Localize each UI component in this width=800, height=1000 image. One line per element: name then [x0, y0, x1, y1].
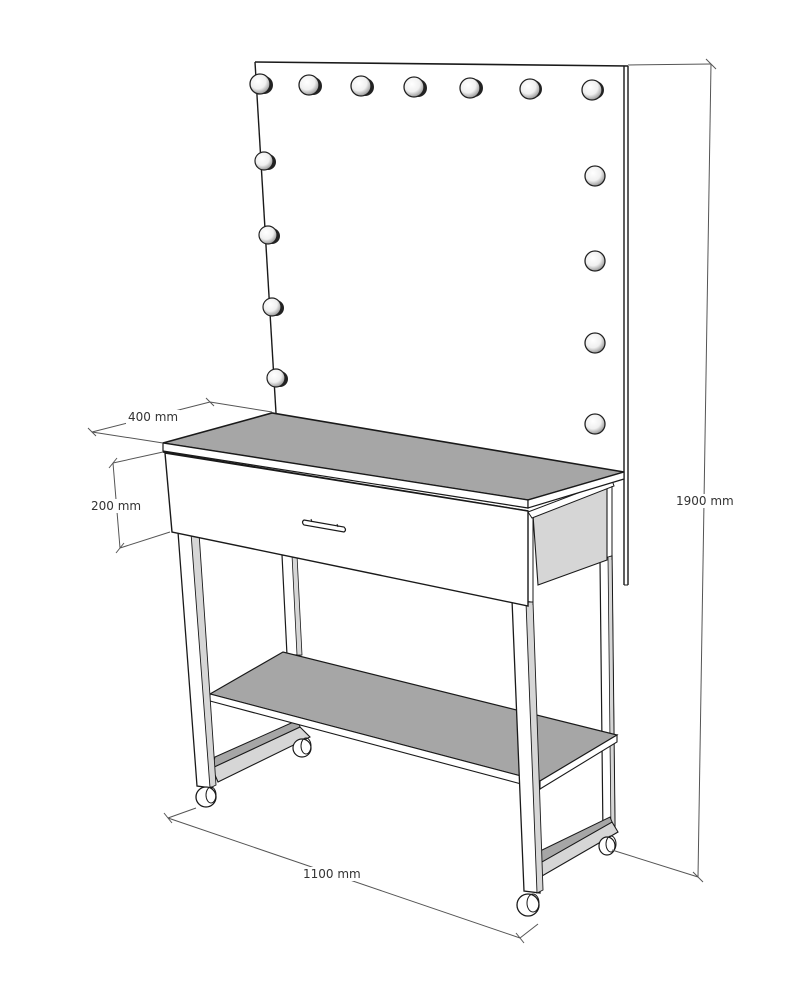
- bulb-icon: [459, 77, 483, 99]
- bulb-icon: [581, 79, 604, 101]
- bulbs-top-row: [249, 73, 604, 101]
- drawer-handle-icon: [301, 518, 347, 533]
- dimension-label-total-height: 1900 mm: [674, 494, 736, 508]
- bulbs-right-column: [584, 165, 606, 435]
- lower-shelf: [208, 651, 619, 790]
- bulb-icon: [266, 368, 288, 388]
- bulb-icon: [403, 76, 427, 98]
- drawer: [164, 452, 529, 607]
- front-right-leg: [511, 599, 544, 894]
- bulb-icon: [258, 225, 280, 245]
- bulb-icon: [262, 297, 284, 317]
- bulb-icon: [519, 78, 542, 100]
- bulbs-left-column: [254, 151, 288, 388]
- dimension-total-height: [611, 58, 717, 883]
- dimension-label-width: 1100 mm: [301, 867, 363, 881]
- bulb-icon: [584, 332, 606, 354]
- front-left-leg: [177, 531, 217, 789]
- bulb-icon: [249, 73, 273, 95]
- rear-right-leg: [599, 555, 616, 837]
- caster-wheel-icon: [195, 786, 217, 808]
- caster-wheel-icon: [516, 893, 540, 917]
- side-apron: [527, 479, 615, 605]
- bulb-icon: [584, 250, 606, 272]
- rear-left-leg: [281, 554, 303, 656]
- bulb-icon: [584, 165, 606, 187]
- mirror-panel: [254, 61, 629, 586]
- bulb-icon: [584, 413, 606, 435]
- bulb-icon: [254, 151, 276, 171]
- caster-wheel-icon: [598, 835, 617, 856]
- caster-wheel-icon: [292, 737, 312, 758]
- bulb-icon: [298, 74, 322, 96]
- bulb-icon: [350, 75, 374, 97]
- dimension-label-depth: 400 mm: [126, 410, 181, 424]
- dimension-label-drawer-height: 200 mm: [89, 499, 144, 513]
